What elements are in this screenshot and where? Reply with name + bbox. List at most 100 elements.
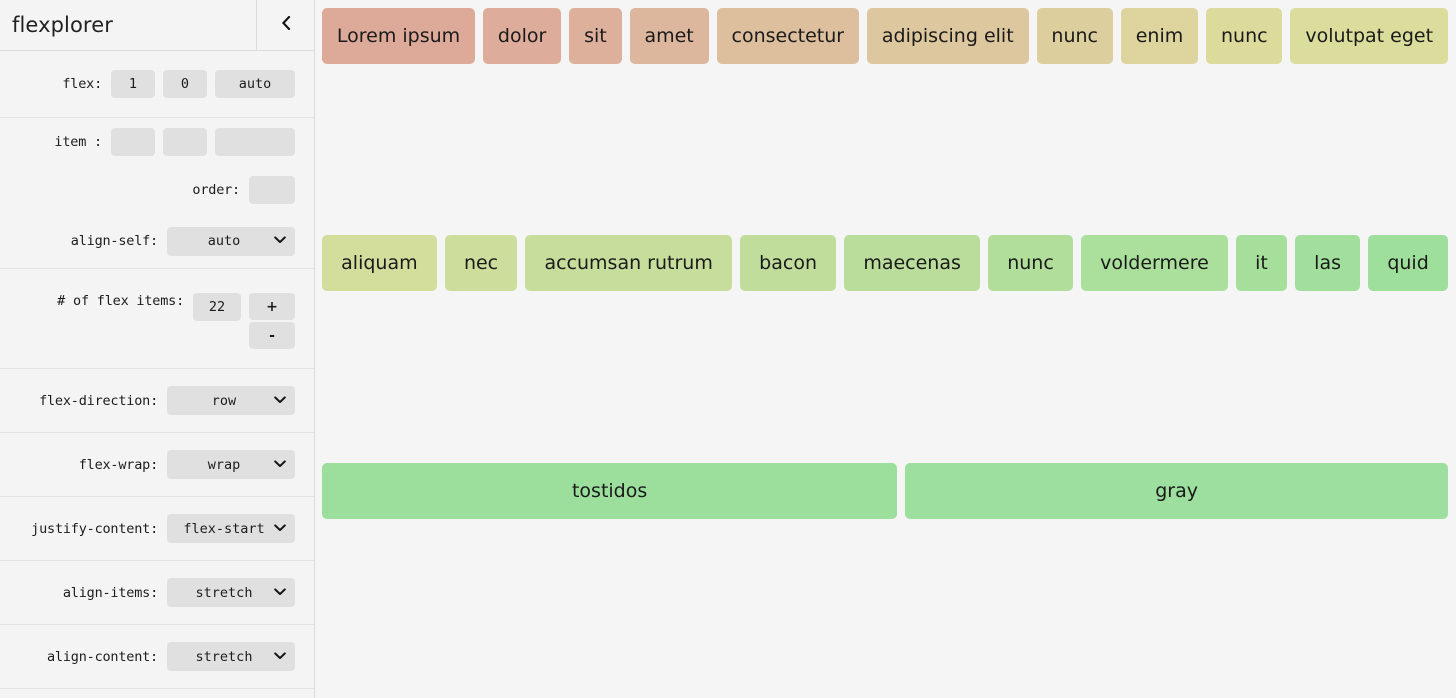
- label-flex-direction: flex-direction:: [39, 392, 158, 409]
- flex-item-label: nunc: [1007, 252, 1054, 275]
- label-flex-wrap: flex-wrap:: [78, 456, 158, 473]
- flex-item[interactable]: las: [1295, 235, 1361, 292]
- controls-align-items: flex-startflex-endcenterbaselinestretch: [167, 578, 295, 607]
- flex-direction-select-wrapper: rowrow-reversecolumncolumn-reverse: [167, 386, 295, 415]
- controls-align-content: flex-startflex-endcenterspace-betweenspa…: [167, 642, 295, 671]
- flex-item-label: voldermere: [1100, 252, 1209, 275]
- flex-wrap-select[interactable]: nowrapwrapwrap-reverse: [167, 450, 295, 479]
- flex-item[interactable]: adipiscing elit: [866, 8, 1029, 64]
- flex-item-count-stepper: +-: [249, 293, 295, 349]
- flex-item[interactable]: Lorem ipsum: [322, 8, 476, 64]
- sidebar-row-align-content: align-content: flex-startflex-endcentersp…: [0, 625, 314, 689]
- order-input[interactable]: [249, 176, 295, 204]
- controls-align-self: autoflex-startflex-endcenterbaselinestre…: [167, 226, 295, 256]
- controls-flex-direction: rowrow-reversecolumncolumn-reverse: [167, 386, 295, 415]
- controls-sidebar: flexplorer flex:item :order:align-self:a…: [0, 0, 315, 698]
- flex-item[interactable]: volutpat eget: [1290, 8, 1448, 64]
- align-self-select[interactable]: autoflex-startflex-endcenterbaselinestre…: [167, 226, 295, 256]
- flex-item-label: nec: [463, 252, 499, 275]
- sidebar-row-flex-wrap: flex-wrap: nowrapwrapwrap-reverse: [0, 433, 314, 497]
- label-count: # of flex items:: [57, 293, 184, 309]
- controls-flex-wrap: nowrapwrapwrap-reverse: [167, 450, 295, 479]
- flex-item[interactable]: amet: [629, 8, 709, 64]
- flex-item-label: adipiscing elit: [881, 25, 1014, 47]
- flex-item-label: dolor: [497, 25, 547, 47]
- flex-item-count-input[interactable]: [193, 293, 241, 321]
- sidebar-header: flexplorer: [0, 0, 314, 51]
- decrement-flex-items-button[interactable]: -: [249, 322, 295, 349]
- flex-item[interactable]: maecenas: [844, 235, 981, 292]
- flex-item[interactable]: accumsan rutrum: [525, 235, 733, 292]
- label-item: item :: [54, 134, 102, 150]
- flex-item-label: amet: [644, 25, 694, 47]
- flex-item-label: enim: [1135, 25, 1184, 47]
- flex-item-label: quid: [1387, 252, 1429, 275]
- flex-item-label: sit: [584, 25, 607, 47]
- flex-item-label: nunc: [1221, 25, 1268, 47]
- sidebar-row-count: # of flex items: +-: [0, 269, 314, 369]
- flex-item[interactable]: dolor: [483, 8, 562, 64]
- flex-item[interactable]: tostidos: [322, 462, 898, 519]
- flex-wrap-select-wrapper: nowrapwrapwrap-reverse: [167, 450, 295, 479]
- flex-item[interactable]: bacon: [740, 235, 837, 292]
- increment-flex-items-button[interactable]: +: [249, 293, 295, 320]
- flex-item-label: nunc: [1051, 25, 1098, 47]
- flex-item[interactable]: gray: [905, 462, 1448, 519]
- flex-item[interactable]: aliquam: [322, 235, 437, 292]
- flex-item-label: it: [1255, 252, 1268, 275]
- sidebar-row-flex: flex:: [0, 51, 314, 118]
- chevron-left-icon: [281, 15, 291, 34]
- label-align-items: align-items:: [62, 584, 158, 601]
- flex-item[interactable]: enim: [1120, 8, 1199, 64]
- item-shrink-input[interactable]: [163, 128, 207, 156]
- label-flex: flex:: [62, 76, 102, 92]
- flex-item-label: maecenas: [863, 252, 961, 275]
- flex-item[interactable]: nec: [444, 235, 518, 292]
- flex-grow-input[interactable]: [111, 70, 155, 98]
- align-self-select-wrapper: autoflex-startflex-endcenterbaselinestre…: [167, 226, 295, 256]
- controls-flex: [111, 70, 295, 98]
- flex-direction-select[interactable]: rowrow-reversecolumncolumn-reverse: [167, 386, 295, 415]
- flex-item[interactable]: sit: [569, 8, 622, 64]
- app-title: flexplorer: [12, 13, 113, 37]
- flex-item[interactable]: voldermere: [1080, 235, 1228, 292]
- sidebar-row-align-items: align-items: flex-startflex-endcenterbase…: [0, 561, 314, 625]
- flex-item[interactable]: consectetur: [716, 8, 859, 64]
- flex-item-label: accumsan rutrum: [544, 252, 713, 275]
- flex-item[interactable]: quid: [1368, 235, 1448, 292]
- collapse-sidebar-button[interactable]: [256, 0, 314, 50]
- sidebar-row-align-self: align-self: autoflex-startflex-endcenterb…: [0, 214, 314, 269]
- flex-item[interactable]: nunc: [988, 235, 1073, 292]
- flex-item-label: tostidos: [571, 479, 648, 502]
- flex-item[interactable]: it: [1235, 235, 1288, 292]
- flex-item-label: bacon: [759, 252, 817, 275]
- flex-basis-input[interactable]: [215, 70, 295, 98]
- flex-canvas-area: Lorem ipsum dolor sit amet consectetur adipis…: [315, 0, 1456, 698]
- flex-shrink-input[interactable]: [163, 70, 207, 98]
- flex-item-label: Lorem ipsum: [336, 25, 461, 47]
- controls-justify-content: flex-startflex-endcenterspace-betweenspa…: [167, 514, 295, 543]
- align-items-select-wrapper: flex-startflex-endcenterbaselinestretch: [167, 578, 295, 607]
- label-justify-content: justify-content:: [31, 520, 158, 537]
- flex-container: Lorem ipsum dolor sit amet consectetur adipis…: [315, 0, 1456, 690]
- flex-item-label: aliquam: [341, 252, 418, 275]
- flex-item-label: gray: [1155, 479, 1199, 502]
- align-items-select[interactable]: flex-startflex-endcenterbaselinestretch: [167, 578, 295, 607]
- controls-order: [249, 176, 295, 204]
- justify-content-select[interactable]: flex-startflex-endcenterspace-betweenspa…: [167, 514, 295, 543]
- item-basis-input[interactable]: [215, 128, 295, 156]
- controls-count: +-: [193, 293, 295, 349]
- label-align-content: align-content:: [47, 648, 158, 665]
- align-content-select-wrapper: flex-startflex-endcenterspace-betweenspa…: [167, 642, 295, 671]
- label-align-self: align-self:: [70, 233, 158, 249]
- flex-item-label: las: [1314, 252, 1341, 275]
- flex-item[interactable]: nunc: [1206, 8, 1283, 64]
- item-grow-input[interactable]: [111, 128, 155, 156]
- sidebar-row-justify-content: justify-content: flex-startflex-endcenter…: [0, 497, 314, 561]
- flex-item-label: consectetur: [731, 25, 845, 47]
- align-content-select[interactable]: flex-startflex-endcenterspace-betweenspa…: [167, 642, 295, 671]
- flex-item[interactable]: nunc: [1036, 8, 1113, 64]
- sidebar-rows: flex: item : order: align-self: autoflex-sta…: [0, 51, 314, 689]
- label-order: order:: [192, 182, 240, 198]
